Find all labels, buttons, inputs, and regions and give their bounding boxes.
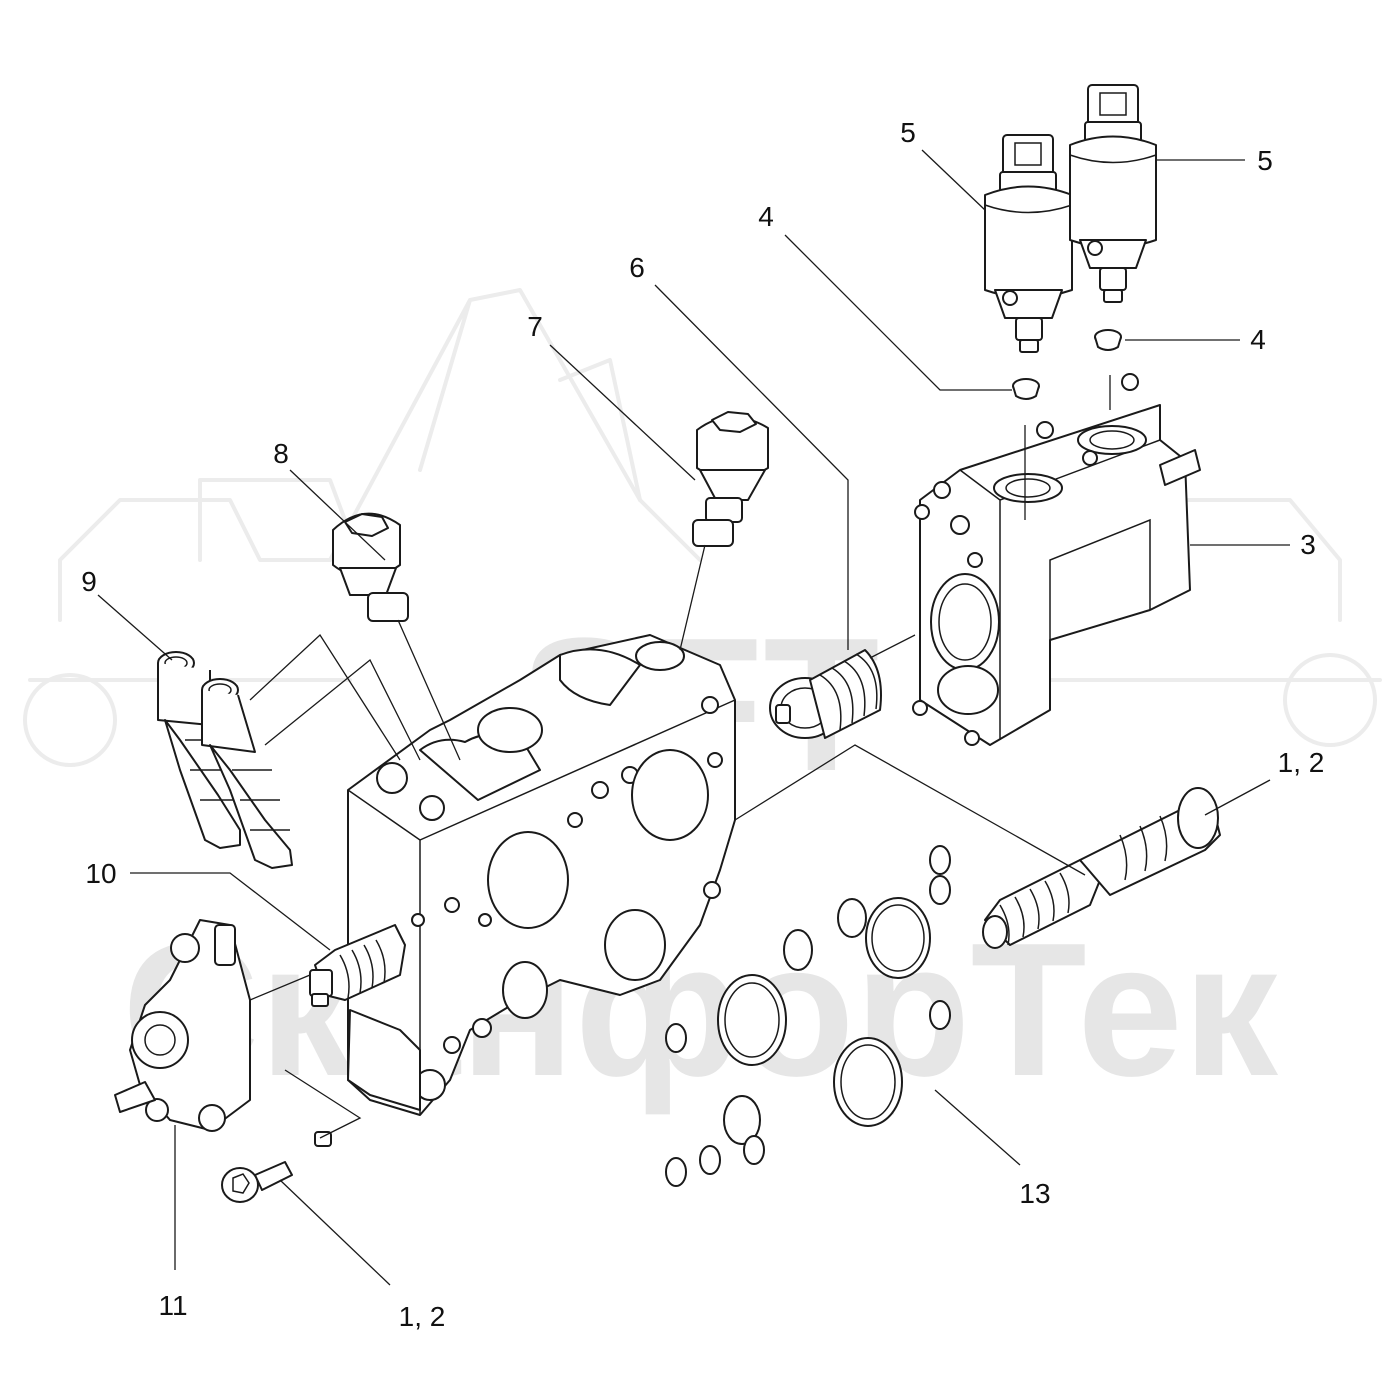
watermark-company-name: СканфорТек bbox=[122, 904, 1279, 1116]
callout-check-valve: 10 bbox=[85, 858, 116, 889]
valve-housing bbox=[912, 373, 1201, 746]
sleeve-left bbox=[157, 651, 241, 849]
solenoid-left bbox=[984, 134, 1073, 353]
callout-main-spool: 1, 2 bbox=[1278, 747, 1325, 778]
leader-lines bbox=[97, 149, 1290, 1286]
callout-solenoid-left: 5 bbox=[900, 117, 916, 148]
seal-kit bbox=[665, 845, 951, 1187]
callout-sleeves: 9 bbox=[81, 566, 97, 597]
plug-valve bbox=[332, 512, 409, 622]
sleeve-right bbox=[201, 678, 293, 869]
cover-plate bbox=[114, 919, 251, 1132]
seal-ring-right bbox=[1094, 329, 1122, 351]
spring-assembly bbox=[769, 649, 882, 739]
callout-seal-left: 4 bbox=[758, 201, 774, 232]
main-valve-body bbox=[347, 634, 736, 1116]
main-spool bbox=[982, 787, 1221, 949]
callout-solenoid-right: 5 bbox=[1257, 145, 1273, 176]
callout-seal-right: 4 bbox=[1250, 324, 1266, 355]
callout-cover-plate: 11 bbox=[158, 1290, 187, 1321]
set-screw bbox=[314, 1131, 332, 1147]
callout-plug-valve: 8 bbox=[273, 438, 289, 469]
callout-cap-screw: 1, 2 bbox=[399, 1301, 446, 1332]
cap-screw bbox=[221, 1161, 293, 1203]
check-valve bbox=[309, 924, 406, 1007]
relief-valve bbox=[692, 411, 769, 547]
callout-spring-assembly: 6 bbox=[629, 252, 645, 283]
solenoid-right bbox=[1069, 84, 1157, 303]
callout-valve-housing: 3 bbox=[1300, 529, 1316, 560]
callout-relief-valve: 7 bbox=[527, 311, 543, 342]
callout-seal-kit: 13 bbox=[1019, 1178, 1050, 1209]
seal-ring-left bbox=[1012, 378, 1040, 400]
callout-labels: 5 5 4 4 6 7 8 9 3 1, 2 10 13 11 1, 2 bbox=[81, 117, 1324, 1332]
